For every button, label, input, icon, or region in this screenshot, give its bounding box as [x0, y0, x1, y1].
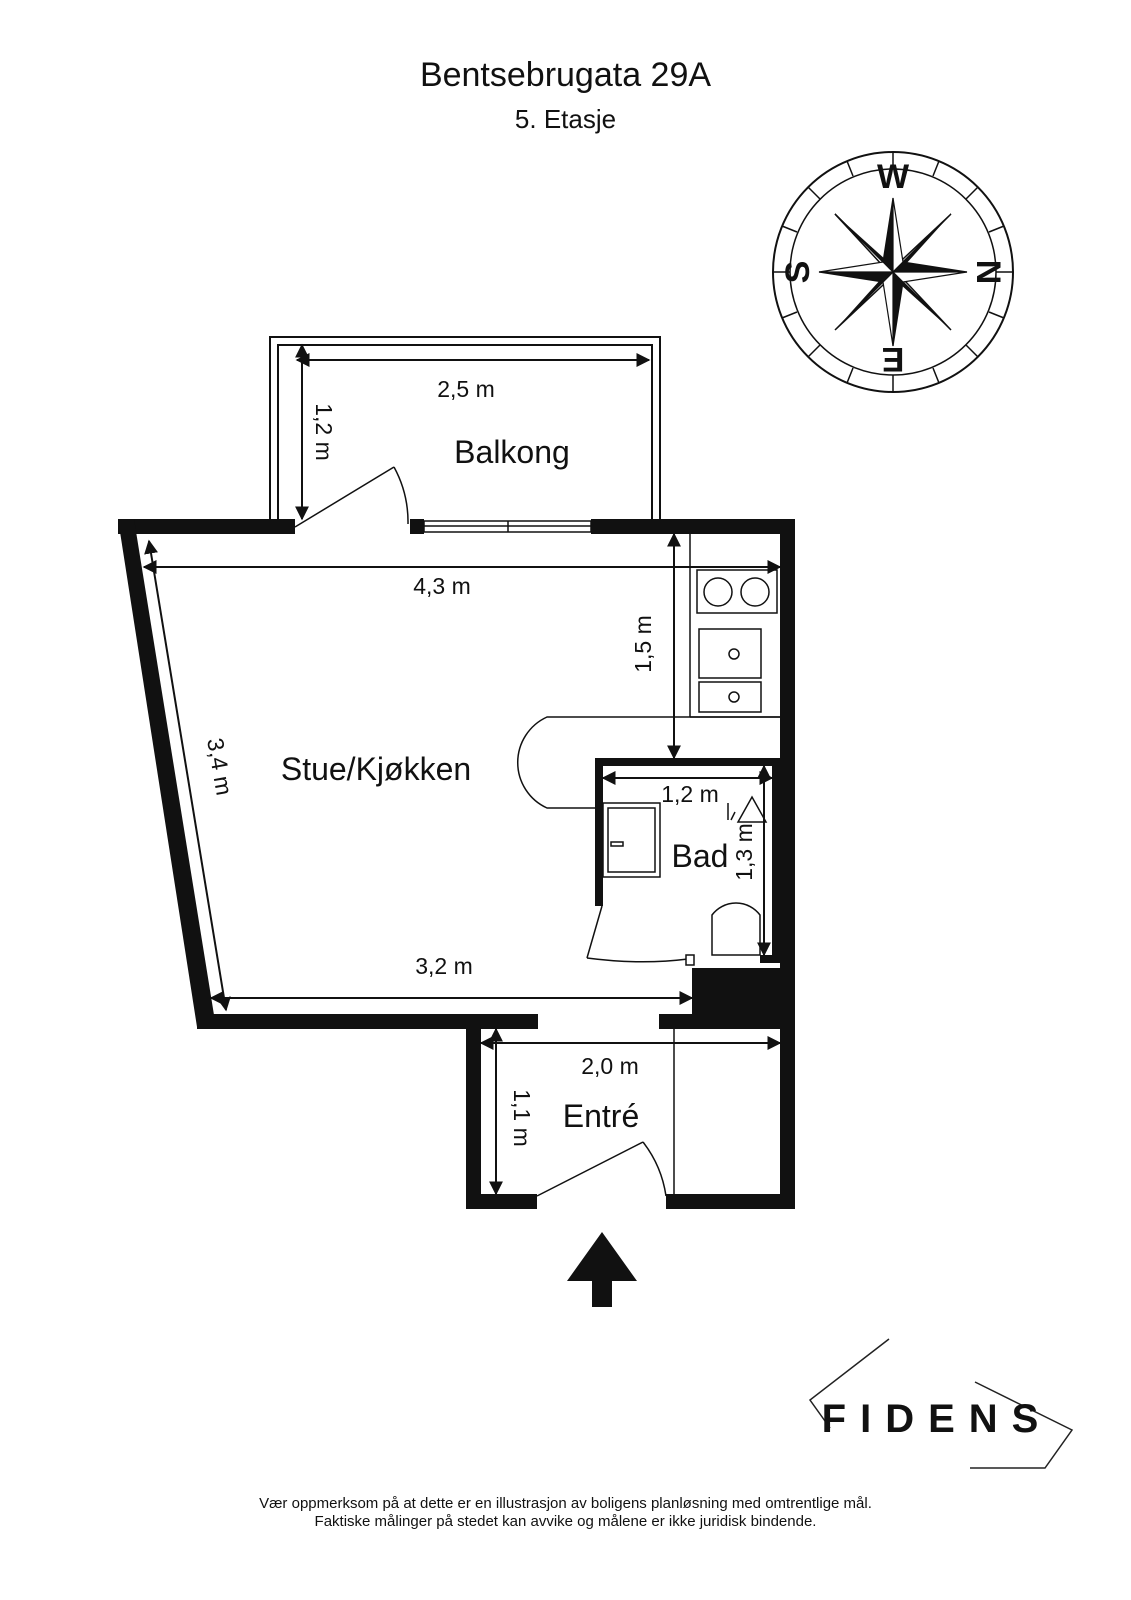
- entre-depth-label: 1,1 m: [509, 1089, 535, 1147]
- stue-width-top-label: 4,3 m: [413, 573, 471, 599]
- compass-north-label: N: [969, 260, 1007, 285]
- balkong-depth-label: 1,2 m: [311, 403, 337, 461]
- compass-south-label: S: [779, 261, 817, 284]
- stue-width-bottom-label: 3,2 m: [415, 953, 473, 979]
- entre-width-label: 2,0 m: [581, 1053, 639, 1079]
- fidens-logo-text: FIDENS: [822, 1397, 1053, 1441]
- dimension-lines: [142, 343, 782, 1196]
- balkong-width-label: 2,5 m: [437, 376, 495, 402]
- floor-subtitle: 5. Etasje: [514, 104, 617, 134]
- disclaimer-line-1: Vær oppmerksom på at dette er en illustr…: [259, 1495, 872, 1512]
- fidens-logo: FIDENS: [808, 1338, 1074, 1469]
- kitchen-island: [516, 716, 780, 809]
- balcony-sliding-door[interactable]: [423, 520, 592, 533]
- room-label-balkong: Balkong: [454, 434, 570, 470]
- bad-depth-label: 1,3 m: [731, 823, 757, 881]
- bad-width-label: 1,2 m: [661, 781, 719, 807]
- entre-interior: [536, 1029, 675, 1197]
- entrance-arrow-icon: [567, 1232, 637, 1307]
- disclaimer-line-2: Faktiske målinger på stedet kan avvike o…: [314, 1513, 817, 1530]
- disclaimer: Vær oppmerksom på at dette er en illustr…: [0, 1495, 1131, 1531]
- bathroom-walls: [595, 758, 785, 963]
- kitchen-depth-label: 1,5 m: [630, 615, 656, 673]
- compass-west-label: W: [877, 158, 910, 196]
- compass-rose: W E S N: [772, 151, 1014, 393]
- room-label-entre: Entré: [563, 1098, 639, 1134]
- bathroom-door[interactable]: [586, 905, 695, 966]
- stue-left-side-label: 3,4 m: [202, 736, 238, 797]
- compass-east-label: E: [882, 340, 905, 378]
- room-label-stue-kjokken: Stue/Kjøkken: [281, 751, 471, 787]
- kitchen-counter: [689, 534, 780, 718]
- balkong-outline: [269, 336, 661, 524]
- balcony-door[interactable]: [294, 466, 409, 528]
- plan-title: Bentsebrugata 29A: [419, 56, 712, 94]
- room-label-bad: Bad: [672, 838, 729, 874]
